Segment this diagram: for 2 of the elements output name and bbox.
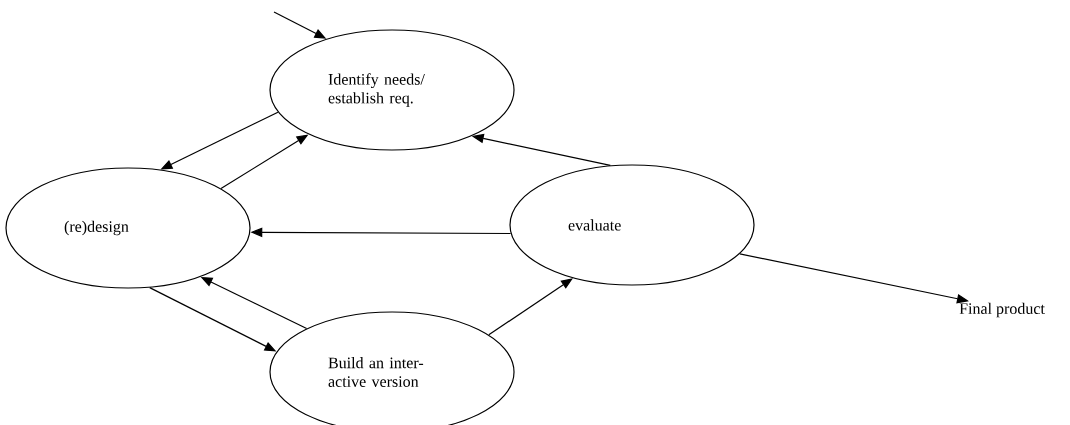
- arrow: [488, 278, 573, 336]
- output-label: Final product: [959, 302, 1045, 318]
